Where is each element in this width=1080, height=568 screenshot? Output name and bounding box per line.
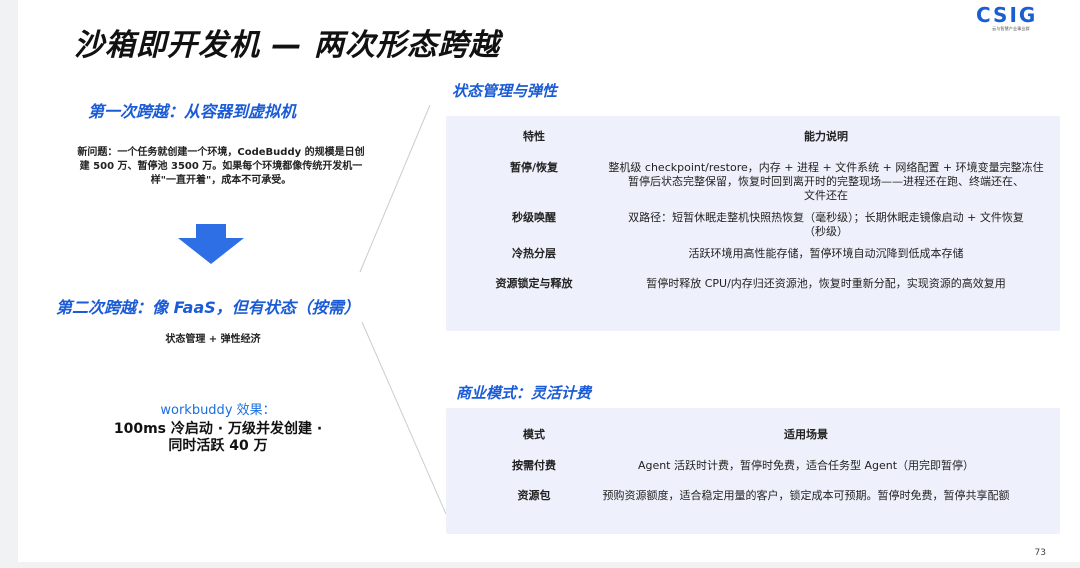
logo-text: CSIG: [976, 3, 1037, 27]
first-transition-heading: 第一次跨越：从容器到虚拟机: [88, 102, 297, 121]
page-number: 73: [1034, 548, 1046, 558]
feature-pause-resume: 暂停/恢复: [509, 161, 559, 174]
csig-logo: CSIG 云与智慧产业事业群: [970, 2, 1050, 34]
header-feature: 特性: [523, 130, 545, 143]
effect-title: workbuddy 效果：: [160, 403, 276, 418]
feature-tiering: 冷热分层: [512, 247, 556, 260]
biz-table: 模式 适用场景 按需付费 Agent 活跃时计费，暂停时免费，适合任务型 Age…: [446, 408, 1060, 534]
biz-section-heading: 商业模式：灵活计费: [456, 384, 592, 402]
desc-pause-resume-line3: 文件还在: [804, 189, 848, 202]
feature-fast-wakeup: 秒级唤醒: [512, 211, 556, 224]
desc-pause-resume-line1: 整机级 checkpoint/restore，内存 + 进程 + 文件系统 + …: [608, 161, 1044, 174]
second-transition-heading: 第二次跨越：像 FaaS，但有状态（按需）: [56, 298, 360, 317]
problem-text: 新问题：一个任务就创建一个环境，CodeBuddy 的规模是日创建 500 万、…: [77, 147, 365, 186]
effect-line-1: 100ms 冷启动 · 万级并发创建 ·: [113, 421, 323, 437]
state-table: 特性 能力说明 暂停/恢复 整机级 checkpoint/restore，内存 …: [446, 116, 1060, 331]
page-title: 沙箱即开发机 — 两次形态跨越: [74, 28, 500, 63]
state-section-heading: 状态管理与弹性: [452, 82, 558, 100]
slide: 沙箱即开发机 — 两次形态跨越 CSIG 云与智慧产业事业群 第一次跨越：从容器…: [18, 0, 1080, 562]
desc-tiering: 活跃环境用高性能存储，暂停环境自动沉降到低成本存储: [688, 247, 964, 260]
desc-fast-wakeup-line1: 双路径：短暂休眠走整机快照热恢复（毫秒级）；长期休眠走镜像启动 + 文件恢复: [628, 211, 1024, 224]
arrow-down-icon: [178, 224, 244, 264]
feature-resource-lock: 资源锁定与释放: [495, 277, 573, 290]
effect-line-2: 同时活跃 40 万: [168, 438, 268, 454]
connector-lines: [359, 104, 447, 515]
desc-pay-as-you-go: Agent 活跃时计费，暂停时免费，适合任务型 Agent（用完即暂停）: [637, 459, 975, 472]
mode-pay-as-you-go: 按需付费: [512, 459, 556, 472]
desc-fast-wakeup-line2: （秒级）: [804, 225, 848, 238]
header-scenario: 适用场景: [784, 428, 828, 441]
logo-subtitle: 云与智慧产业事业群: [992, 25, 1031, 32]
desc-pause-resume-line2: 暂停后状态完整保留，恢复时回到离开时的完整现场——进程还在跑、终端还在、: [628, 175, 1024, 188]
desc-resource-lock: 暂停时释放 CPU/内存归还资源池，恢复时重新分配，实现资源的高效复用: [646, 277, 1006, 290]
desc-resource-pack: 预购资源额度，适合稳定用量的客户，锁定成本可预期。暂停时免费，暂停共享配额: [602, 489, 1010, 502]
second-transition-subtitle: 状态管理 + 弹性经济: [165, 334, 261, 345]
mode-resource-pack: 资源包: [517, 489, 551, 502]
header-capability: 能力说明: [804, 130, 848, 143]
header-mode: 模式: [523, 428, 545, 441]
